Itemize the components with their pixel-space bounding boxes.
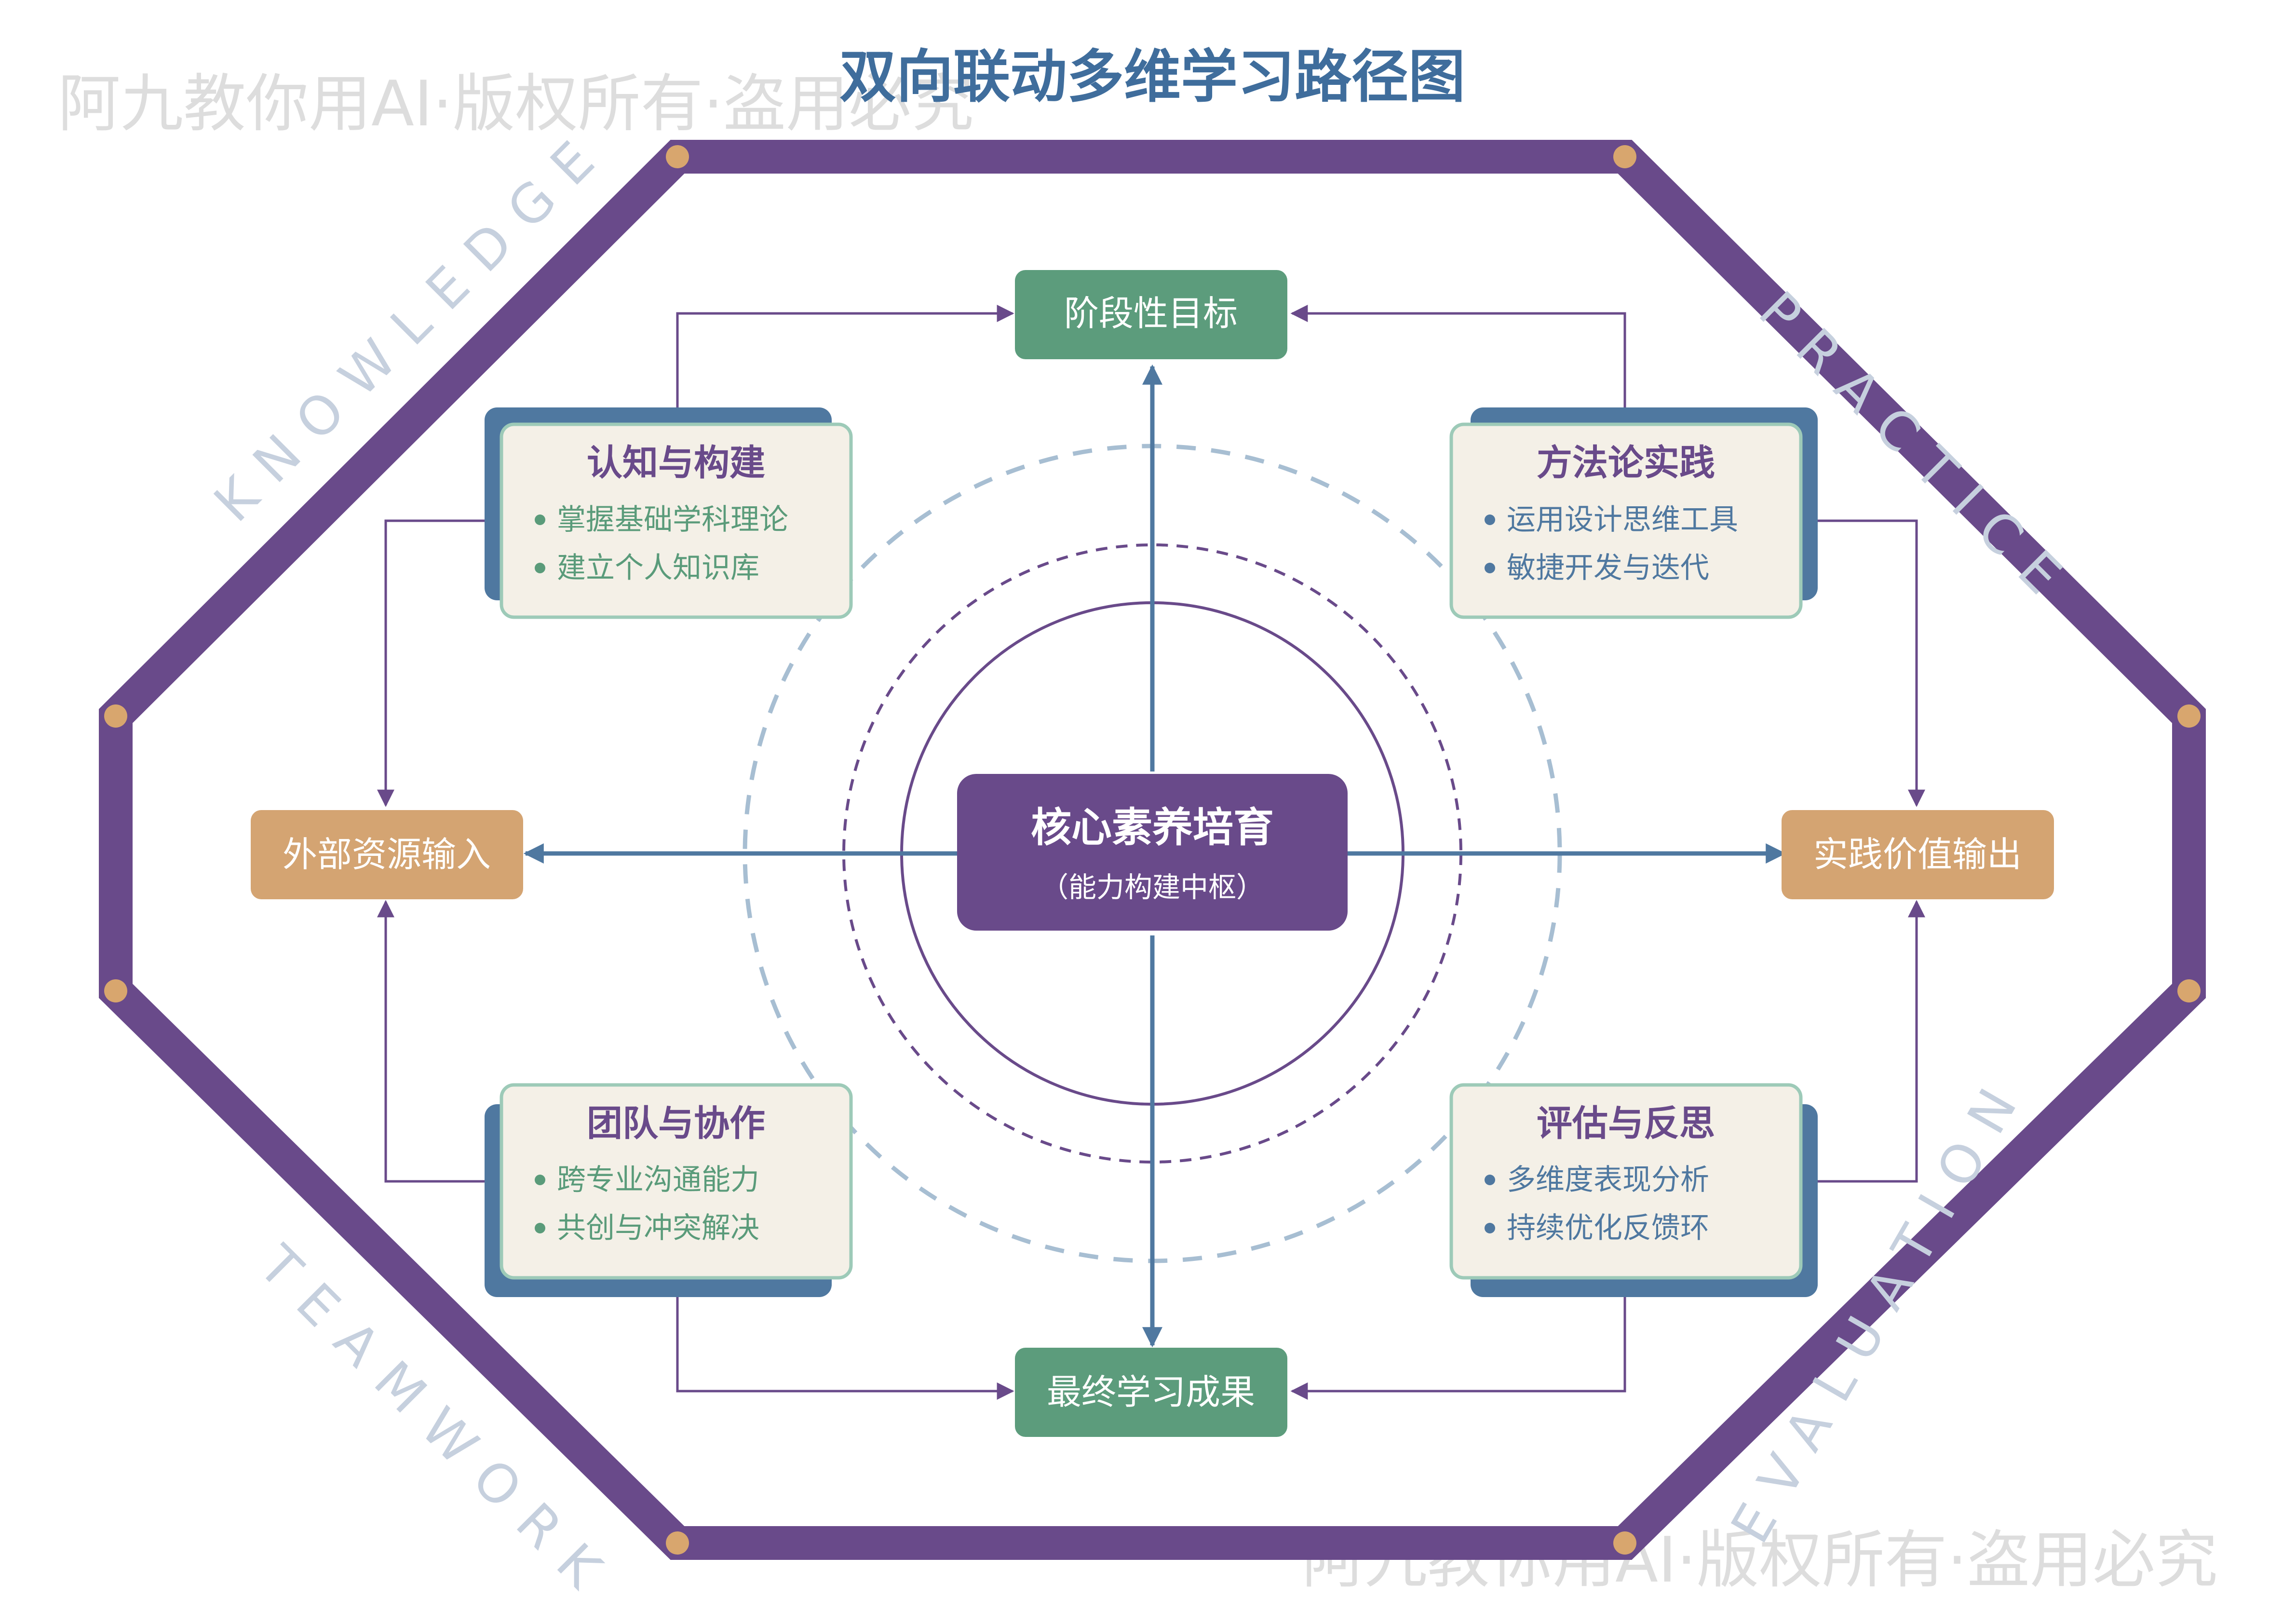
card-bottom-left-item-2: 共创与冲突解决 — [557, 1211, 759, 1245]
connector-bl-to-left — [377, 900, 501, 1183]
node-left-label: 外部资源输入 — [283, 834, 491, 875]
card-top-right-item-2: 敏捷开发与迭代 — [1507, 551, 1709, 585]
connector-tr-to-top — [1290, 305, 1626, 424]
node-top-label: 阶段性目标 — [1064, 293, 1238, 334]
bullet-dot — [1485, 563, 1495, 573]
bullet-dot — [1485, 514, 1495, 525]
node-left: 外部资源输入 — [251, 810, 523, 899]
node-top: 阶段性目标 — [1015, 270, 1287, 359]
center-subtitle: （能力构建中枢） — [1040, 871, 1264, 904]
card-bottom-left-item-1: 跨专业沟通能力 — [557, 1163, 759, 1197]
octagon-corner-dots — [104, 145, 2201, 1555]
card-bottom-left-title: 团队与协作 — [587, 1103, 765, 1144]
card-top-left-title: 认知与构建 — [587, 442, 765, 484]
card-top-left-item-1: 掌握基础学科理论 — [557, 503, 788, 537]
card-top-left-item-2: 建立个人知识库 — [557, 551, 759, 585]
center-node: 核心素养培育 （能力构建中枢） — [957, 774, 1348, 931]
connector-tl-to-left — [377, 519, 501, 807]
card-bottom-left: 团队与协作 跨专业沟通能力 共创与冲突解决 — [485, 1083, 853, 1297]
connector-tr-to-right — [1801, 519, 1925, 807]
node-right-label: 实践价值输出 — [1813, 834, 2022, 875]
node-bottom-label: 最终学习成果 — [1047, 1372, 1255, 1412]
center-title: 核心素养培育 — [1031, 804, 1274, 851]
bullet-dot — [535, 1223, 545, 1233]
bullet-dot — [1485, 1223, 1495, 1233]
page-title: 双向联动多维学习路径图 — [839, 43, 1465, 110]
connector-bl-to-bottom — [676, 1283, 1014, 1400]
bullet-dot — [1485, 1175, 1495, 1185]
card-bottom-right-item-1: 多维度表现分析 — [1507, 1163, 1709, 1197]
card-top-left: 认知与构建 掌握基础学科理论 建立个人知识库 — [485, 407, 853, 619]
card-bottom-right-title: 评估与反思 — [1537, 1103, 1715, 1144]
connector-br-to-right — [1801, 900, 1925, 1183]
connector-tl-to-top — [676, 305, 1014, 424]
node-right: 实践价值输出 — [1782, 810, 2054, 899]
bullet-dot — [535, 1175, 545, 1185]
card-top-right-title: 方法论实践 — [1537, 442, 1715, 484]
node-bottom: 最终学习成果 — [1015, 1348, 1287, 1437]
bullet-dot — [535, 514, 545, 525]
card-top-right-item-1: 运用设计思维工具 — [1507, 503, 1738, 537]
card-bottom-right: 评估与反思 多维度表现分析 持续优化反馈环 — [1449, 1083, 1818, 1297]
bullet-dot — [535, 563, 545, 573]
card-top-right: 方法论实践 运用设计思维工具 敏捷开发与迭代 — [1449, 407, 1818, 619]
card-bottom-right-item-2: 持续优化反馈环 — [1507, 1211, 1709, 1245]
watermark-top-left: 阿九教你用AI·版权所有·盗用必究 — [58, 67, 974, 140]
connector-br-to-bottom — [1290, 1283, 1626, 1400]
